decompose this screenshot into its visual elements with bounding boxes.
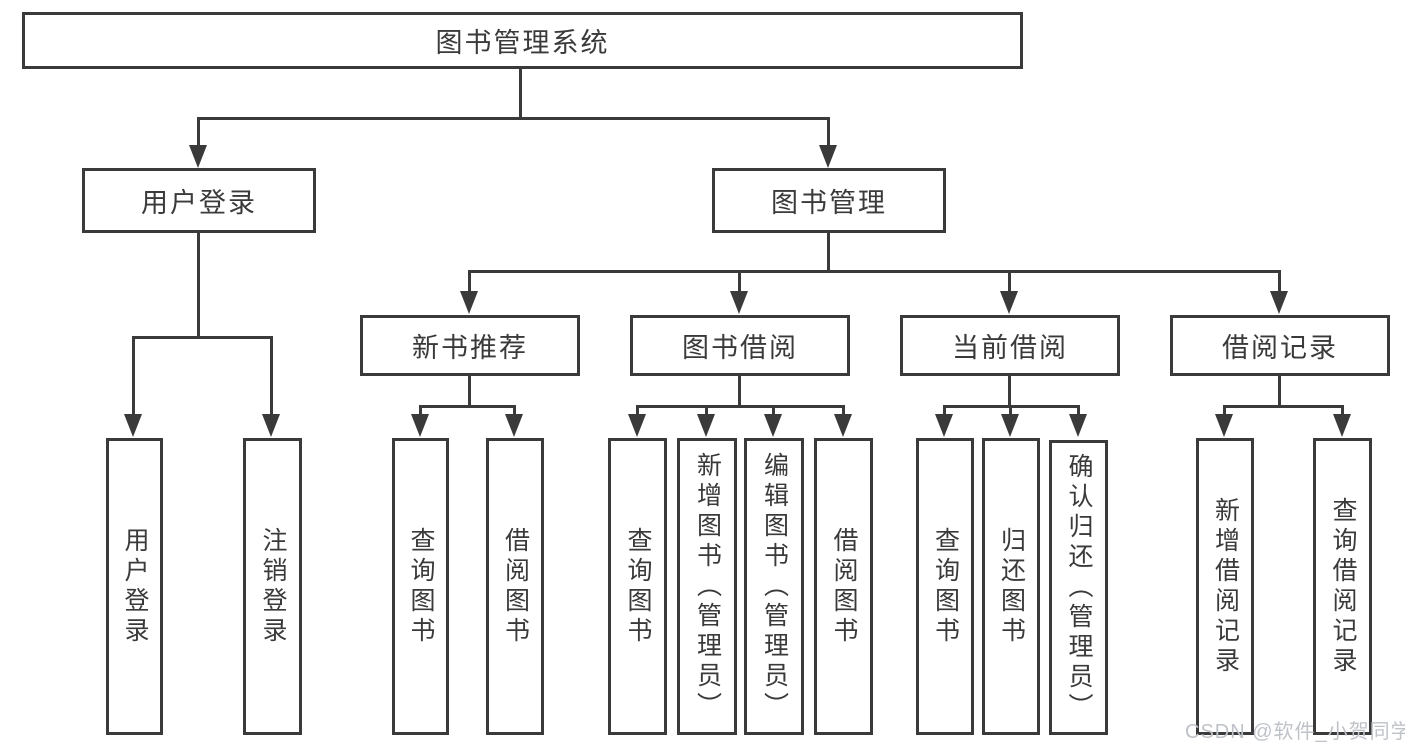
arrow-down-icon — [1215, 414, 1233, 437]
leaf-user-login: 用户登录 — [106, 438, 163, 735]
connector-line — [842, 405, 845, 417]
arrow-down-icon — [189, 145, 207, 168]
node-borrow-records: 借阅记录 — [1170, 315, 1390, 376]
connector-line — [197, 117, 830, 120]
arrow-down-icon — [697, 414, 715, 437]
arrow-down-icon — [935, 414, 953, 437]
arrow-down-icon — [819, 145, 837, 168]
leaf-add-book-admin: 新增图书（管理员） — [677, 438, 737, 735]
connector-line — [1009, 405, 1012, 417]
connector-line — [197, 117, 200, 147]
connector-line — [468, 270, 1281, 273]
connector-line — [705, 405, 708, 417]
connector-line — [1008, 270, 1011, 292]
connector-line — [419, 405, 422, 417]
connector-line — [1341, 405, 1344, 417]
connector-line — [738, 270, 741, 292]
connector-line — [636, 405, 845, 408]
node-book-borrow: 图书借阅 — [630, 315, 850, 376]
arrow-down-icon — [1069, 414, 1087, 437]
arrow-down-icon — [1333, 414, 1351, 437]
connector-line — [270, 336, 273, 414]
node-root: 图书管理系统 — [22, 12, 1023, 69]
connector-line — [468, 376, 471, 408]
node-new-book-recommend: 新书推荐 — [360, 315, 580, 376]
leaf-confirm-return-admin: 确认归还（管理员） — [1049, 440, 1108, 735]
arrow-down-icon — [1000, 291, 1018, 314]
connector-line — [772, 405, 775, 417]
leaf-logout: 注销登录 — [243, 438, 302, 735]
leaf-return-book: 归还图书 — [982, 438, 1040, 735]
leaf-query-books-2: 查询图书 — [608, 438, 667, 735]
connector-line — [132, 336, 273, 339]
connector-line — [513, 405, 516, 417]
arrow-down-icon — [460, 291, 478, 314]
connector-line — [519, 69, 522, 119]
connector-line — [827, 233, 830, 273]
connector-line — [738, 376, 741, 408]
connector-line — [197, 233, 200, 339]
connector-line — [1223, 405, 1344, 408]
csdn-watermark: CSDN @软件_小贺同学 — [1185, 721, 1405, 743]
connector-line — [1077, 405, 1080, 417]
node-user-login: 用户登录 — [82, 168, 316, 233]
arrow-down-icon — [505, 414, 523, 437]
connector-line — [1278, 376, 1281, 408]
connector-line — [827, 117, 830, 147]
arrow-down-icon — [1001, 414, 1019, 437]
leaf-borrow-books-2: 借阅图书 — [814, 438, 873, 735]
leaf-add-borrow-record: 新增借阅记录 — [1196, 438, 1254, 735]
node-current-borrow: 当前借阅 — [900, 315, 1120, 376]
leaf-query-books-1: 查询图书 — [392, 438, 449, 735]
connector-line — [943, 405, 946, 417]
connector-line — [1278, 270, 1281, 292]
connector-line — [419, 405, 516, 408]
arrow-down-icon — [262, 414, 280, 437]
connector-line — [468, 270, 471, 292]
leaf-edit-book-admin: 编辑图书（管理员） — [744, 438, 804, 735]
leaf-borrow-books-1: 借阅图书 — [486, 438, 544, 735]
leaf-query-borrow-record: 查询借阅记录 — [1313, 438, 1372, 735]
node-book-management: 图书管理 — [712, 168, 946, 233]
arrow-down-icon — [730, 291, 748, 314]
arrow-down-icon — [411, 414, 429, 437]
connector-line — [1223, 405, 1226, 417]
connector-line — [132, 336, 135, 414]
arrow-down-icon — [764, 414, 782, 437]
connector-line — [636, 405, 639, 417]
leaf-query-books-3: 查询图书 — [916, 438, 974, 735]
arrow-down-icon — [124, 414, 142, 437]
arrow-down-icon — [834, 414, 852, 437]
connector-line — [1008, 376, 1011, 408]
arrow-down-icon — [1270, 291, 1288, 314]
arrow-down-icon — [628, 414, 646, 437]
